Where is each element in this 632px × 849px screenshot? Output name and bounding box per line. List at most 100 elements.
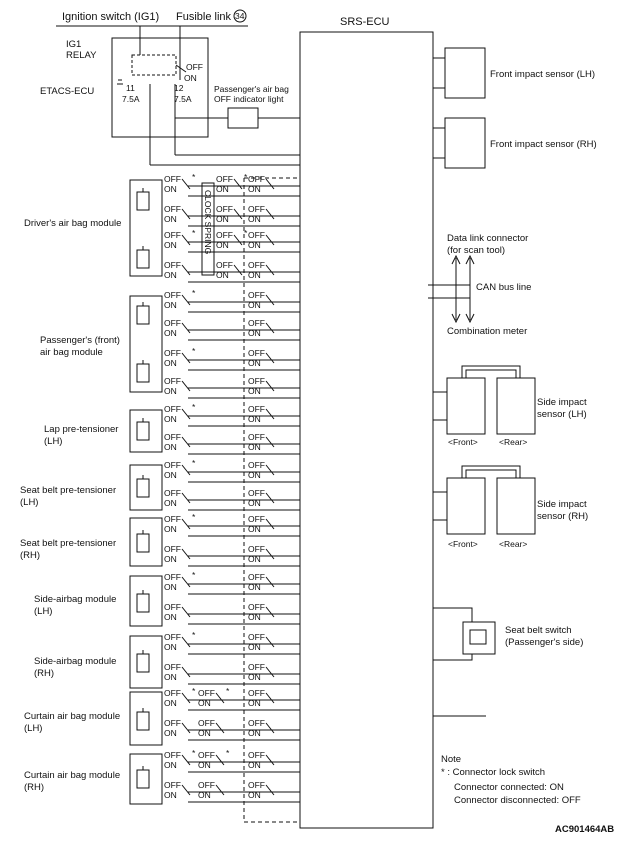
sw-a-17-on: ON (164, 672, 177, 682)
sw-a-14-star: * (192, 570, 196, 580)
sw-b-8-on: ON (248, 414, 261, 424)
module-box-4 (129, 517, 163, 567)
sw-b-5-on: ON (248, 328, 261, 338)
etacs-ecu-box (111, 37, 209, 138)
sw-a-7-on: ON (164, 386, 177, 396)
sw-d-2-star: * (226, 748, 230, 758)
sw-a-15-on: ON (164, 612, 177, 622)
sw-b-17-off: OFF (248, 662, 265, 672)
sw-a-9-on: ON (164, 442, 177, 452)
side-impact-sensor-rh-front (446, 477, 486, 535)
sw-a-18-on: ON (164, 698, 177, 708)
indicator-label-2: OFF indicator light (214, 94, 284, 104)
sw-b-10-off: OFF (248, 460, 265, 470)
side-lh-label-1: Side-airbag module (34, 594, 116, 605)
passenger-label-2: air bag module (40, 347, 103, 358)
sw-c-0-off: OFF (216, 174, 233, 184)
sw-b-6-off: OFF (248, 348, 265, 358)
sw-b-11-on: ON (248, 498, 261, 508)
sw-b-14-on: ON (248, 582, 261, 592)
sis-rh-rear: <Rear> (499, 539, 527, 549)
sw-b-6-on: ON (248, 358, 261, 368)
side-rh-label-2: (RH) (34, 668, 54, 679)
sw-a-19-off: OFF (164, 718, 181, 728)
indicator-label-1: Passenger's air bag (214, 84, 289, 94)
sw-a-8-star: * (192, 402, 196, 412)
sw-a-10-off: OFF (164, 460, 181, 470)
front-impact-sensor-lh (444, 47, 486, 99)
sw-b-5-off: OFF (248, 318, 265, 328)
fusible-link-circle (233, 9, 247, 23)
fuse-right-number: 12 (174, 83, 184, 93)
module-box-2 (129, 409, 163, 453)
sw-d-2-on: ON (198, 760, 211, 770)
sw-a-2-on: ON (164, 240, 177, 250)
sw-c-2-on: ON (216, 240, 229, 250)
sw-d-2-off: OFF (198, 750, 215, 760)
side-impact-sensor-lh-rear (496, 377, 536, 435)
side-impact-sensor-lh-front (446, 377, 486, 435)
sw-a-19-on: ON (164, 728, 177, 738)
fis-lh-label: Front impact sensor (LH) (490, 69, 595, 80)
sw-b-1-on: ON (248, 214, 261, 224)
sw-a-10-star: * (192, 458, 196, 468)
cur-rh-label-1: Curtain air bag module (24, 770, 120, 781)
ig-switch-label: Ignition switch (IG1) (62, 11, 159, 23)
sw-a-1-on: ON (164, 214, 177, 224)
sw-b-16-off: OFF (248, 632, 265, 642)
indicator-light (227, 107, 259, 129)
sw-a-12-off: OFF (164, 514, 181, 524)
module-box-8 (129, 753, 163, 805)
sw-b-20-on: ON (248, 760, 261, 770)
sis-lh-label-2: sensor (LH) (537, 409, 587, 420)
sw-a-6-on: ON (164, 358, 177, 368)
module-box-5 (129, 575, 163, 627)
sw-b-17-on: ON (248, 672, 261, 682)
sw-b-20-off: OFF (248, 750, 265, 760)
sw-a-6-off: OFF (164, 348, 181, 358)
cur-rh-label-2: (RH) (24, 782, 44, 793)
fuse-right-amp: 7.5A (174, 94, 192, 104)
sw-b-0-off: OFF (248, 174, 265, 184)
sw-a-11-on: ON (164, 498, 177, 508)
sw-d-1-on: ON (198, 728, 211, 738)
note-line-2: Connector connected: ON (454, 782, 564, 793)
sw-b-2-off: OFF (248, 230, 265, 240)
sw-b-11-off: OFF (248, 488, 265, 498)
sb-rh-label-2: (RH) (20, 550, 40, 561)
sw-a-21-off: OFF (164, 780, 181, 790)
module-box-7 (129, 691, 163, 746)
sw-a-20-on: ON (164, 760, 177, 770)
sw-b-15-off: OFF (248, 602, 265, 612)
sw-b-12-on: ON (248, 524, 261, 534)
sw-a-8-off: OFF (164, 404, 181, 414)
sw-b-7-off: OFF (248, 376, 265, 386)
front-impact-sensor-rh (444, 117, 486, 169)
sw-b-21-off: OFF (248, 780, 265, 790)
side-rh-label-1: Side-airbag module (34, 656, 116, 667)
sis-lh-front: <Front> (448, 437, 478, 447)
sw-a-20-off: OFF (164, 750, 181, 760)
fis-rh-label: Front impact sensor (RH) (490, 139, 597, 150)
sw-b-7-on: ON (248, 386, 261, 396)
sw-a-0-on: ON (164, 184, 177, 194)
sis-rh-front: <Front> (448, 539, 478, 549)
sw-a-13-on: ON (164, 554, 177, 564)
sw-b-16-on: ON (248, 642, 261, 652)
fusible-link-label: Fusible link (176, 11, 232, 23)
seatbelt-label-2: (Passenger's side) (505, 637, 583, 648)
sb-lh-label-1: Seat belt pre-tensioner (20, 485, 116, 496)
lap-label-2: (LH) (44, 436, 62, 447)
sw-a-20-star: * (192, 748, 196, 758)
sw-a-21-on: ON (164, 790, 177, 800)
sw-a-18-star: * (192, 686, 196, 696)
sw-b-8-off: OFF (248, 404, 265, 414)
cur-lh-label-2: (LH) (24, 723, 42, 734)
sw-a-2-star: * (192, 228, 196, 238)
module-box-3 (129, 464, 163, 511)
sw-a-2-off: OFF (164, 230, 181, 240)
sw-d-0-off: OFF (198, 688, 215, 698)
driver-label: Driver's air bag module (24, 218, 121, 229)
sw-d-0-on: ON (198, 698, 211, 708)
note-line-1: * : Connector lock switch (441, 767, 545, 778)
